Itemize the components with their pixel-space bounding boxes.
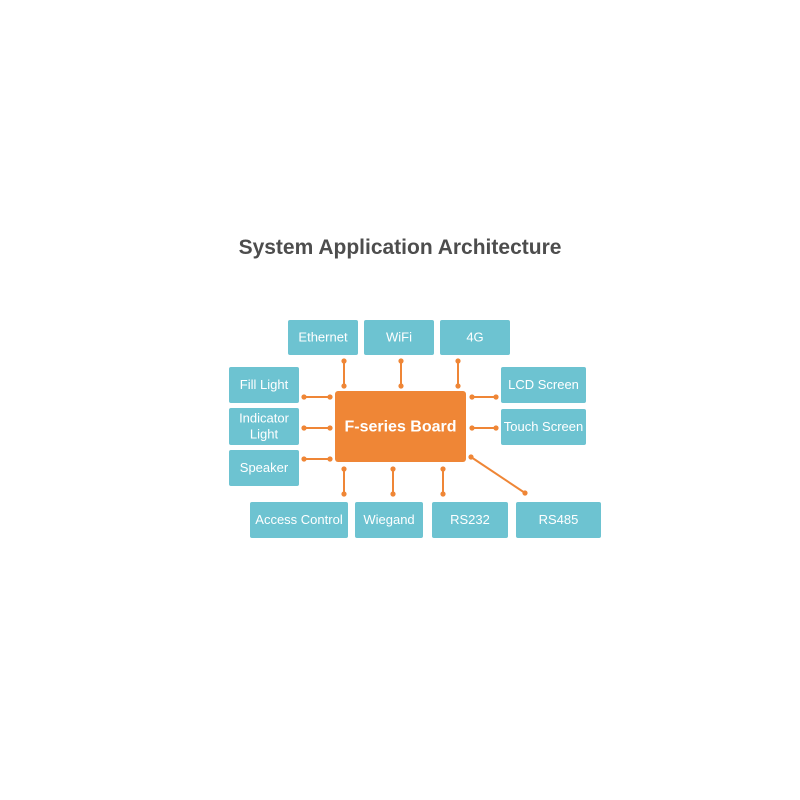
connector-4g — [455, 358, 461, 389]
module-4g: 4G — [440, 320, 510, 355]
module-access-control: Access Control — [250, 502, 348, 538]
diagram-title: System Application Architecture — [238, 236, 562, 259]
module-4g-label: 4G — [466, 329, 483, 344]
module-fill-light: Fill Light — [229, 367, 299, 403]
module-wifi: WiFi — [364, 320, 434, 355]
module-indicator-light-label-line1: Indicator — [239, 410, 290, 425]
connectors — [301, 358, 528, 497]
module-rs232-label: RS232 — [450, 512, 490, 527]
module-speaker-label: Speaker — [240, 460, 289, 475]
module-ethernet-label: Ethernet — [298, 329, 348, 344]
connector-touch-screen — [469, 425, 499, 431]
module-rs485-label: RS485 — [539, 512, 579, 527]
connector-wiegand — [390, 466, 396, 497]
connector-rs485 — [468, 454, 528, 496]
connector-ethernet — [341, 358, 347, 389]
connector-access-control — [341, 466, 347, 497]
module-speaker: Speaker — [229, 450, 299, 486]
module-access-control-label: Access Control — [255, 512, 343, 527]
module-fill-light-label: Fill Light — [240, 377, 289, 392]
module-wifi-label: WiFi — [386, 329, 412, 344]
module-indicator-light: Indicator Light — [229, 408, 299, 445]
module-wiegand-label: Wiegand — [363, 512, 414, 527]
module-rs232: RS232 — [432, 502, 508, 538]
module-rs485: RS485 — [516, 502, 601, 538]
module-indicator-light-label-line2: Light — [250, 426, 279, 441]
module-wiegand: Wiegand — [355, 502, 423, 538]
core-board-label: F-series Board — [344, 419, 456, 436]
core-board: F-series Board — [335, 391, 466, 462]
module-lcd-screen: LCD Screen — [501, 367, 586, 403]
connector-fill-light — [301, 394, 333, 400]
connector-rs232 — [440, 466, 446, 497]
module-touch-screen-label: Touch Screen — [504, 419, 584, 434]
connector-wifi — [398, 358, 404, 389]
connector-indicator-light — [301, 425, 333, 431]
module-touch-screen: Touch Screen — [501, 409, 586, 445]
connector-speaker — [301, 456, 333, 462]
connector-lcd-screen — [469, 394, 499, 400]
module-ethernet: Ethernet — [288, 320, 358, 355]
module-lcd-screen-label: LCD Screen — [508, 377, 579, 392]
